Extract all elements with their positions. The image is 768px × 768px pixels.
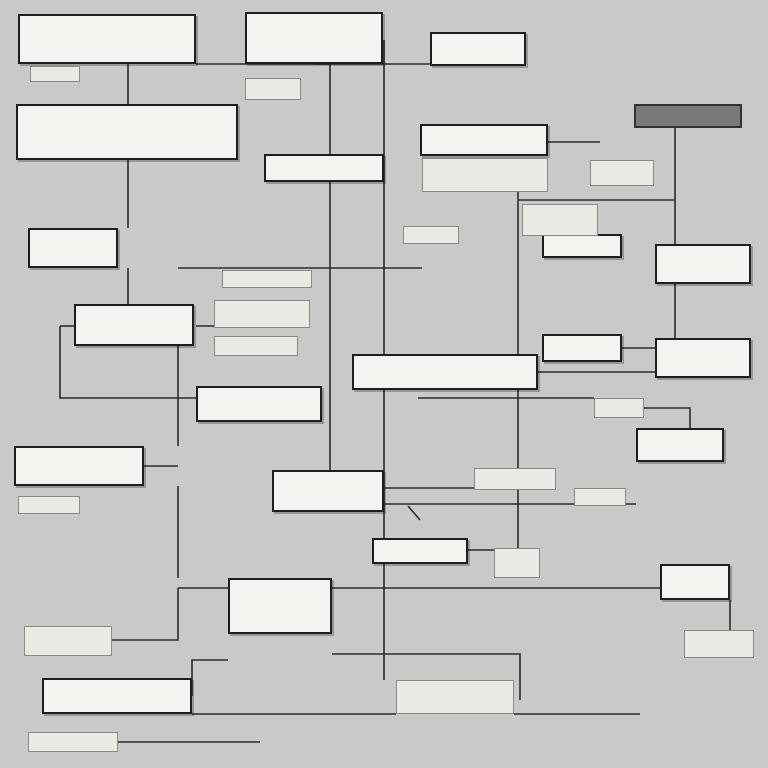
diagram-node xyxy=(372,538,468,564)
diagram-node xyxy=(214,336,298,356)
diagram-node xyxy=(655,244,751,284)
diagram-node xyxy=(542,234,622,258)
diagram-node xyxy=(634,104,742,128)
connector-line xyxy=(112,588,179,641)
diagram-node xyxy=(196,386,322,422)
diagram-node xyxy=(14,446,144,486)
diagram-node xyxy=(396,680,514,714)
diagram-node xyxy=(18,14,196,64)
diagram-node xyxy=(245,78,301,100)
connector-line xyxy=(59,326,178,399)
connector-line xyxy=(332,653,521,700)
diagram-node xyxy=(422,158,548,192)
diagram-node xyxy=(655,338,751,378)
diagram-node xyxy=(522,204,598,236)
diagram-node xyxy=(660,564,730,600)
connector-line xyxy=(644,407,691,428)
diagram-node xyxy=(18,496,80,514)
diagram-node xyxy=(636,428,724,462)
diagram-node xyxy=(245,12,383,64)
diagram-node xyxy=(24,626,112,656)
diagram-node xyxy=(420,124,548,156)
diagram-node xyxy=(28,228,118,268)
diagram-node xyxy=(16,104,238,160)
diagram-node xyxy=(228,578,332,634)
diagram-node xyxy=(430,32,526,66)
diagram-node xyxy=(494,548,540,578)
diagram-node xyxy=(28,732,118,752)
connector-line xyxy=(191,659,228,696)
diagram-node xyxy=(574,488,626,506)
diagram-node xyxy=(222,270,312,288)
diagram-node xyxy=(403,226,459,244)
diagram-node xyxy=(74,304,194,346)
connector-line xyxy=(407,505,421,521)
diagram-node xyxy=(214,300,310,328)
diagram-node xyxy=(594,398,644,418)
diagram-node xyxy=(352,354,538,390)
diagram-node xyxy=(272,470,384,512)
diagram-node xyxy=(542,334,622,362)
diagram-node xyxy=(590,160,654,186)
diagram-node xyxy=(684,630,754,658)
diagram-node xyxy=(30,66,80,82)
diagram-node xyxy=(474,468,556,490)
diagram-node xyxy=(264,154,384,182)
diagram-node xyxy=(42,678,192,714)
